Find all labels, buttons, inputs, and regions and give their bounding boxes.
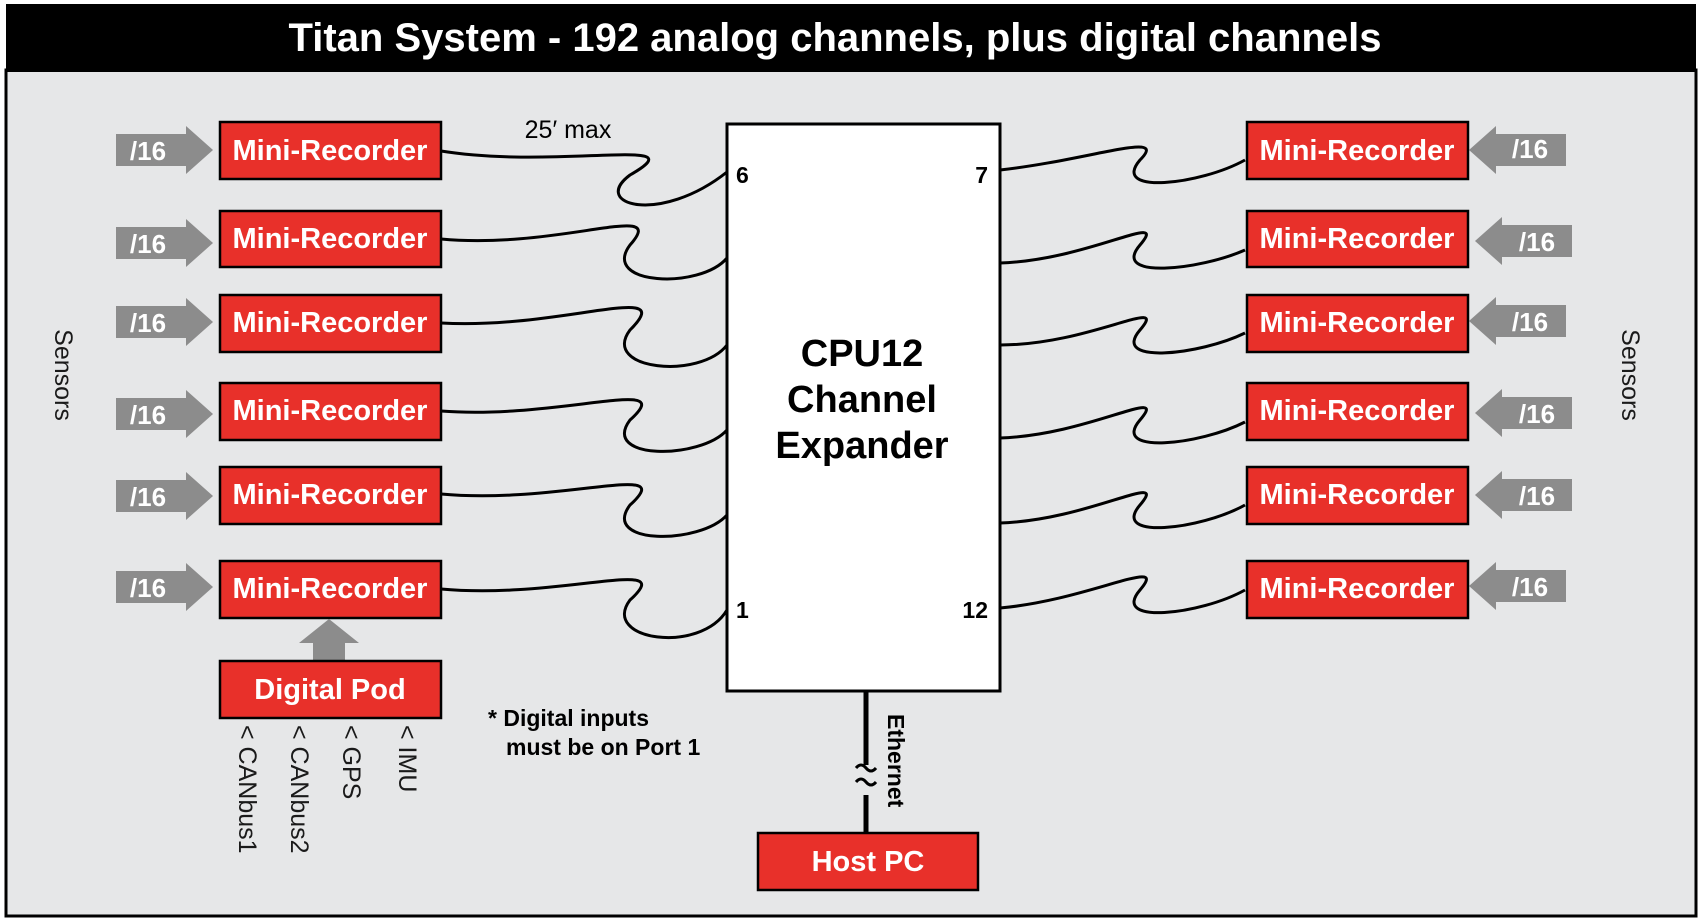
channel-count-label: /16	[130, 229, 166, 259]
cpu-box	[725, 122, 1002, 693]
digital-input-gps: < GPS	[337, 725, 365, 799]
digital-note-line2: must be on Port 1	[506, 734, 700, 760]
mini-recorder-label: Mini-Recorder	[233, 479, 428, 511]
digital-pod-group: Digital Pod < CANbus1 < CANbus2 < GPS < …	[218, 619, 443, 854]
mini-recorder-label: Mini-Recorder	[233, 135, 428, 167]
cpu-title-line1: CPU12	[801, 333, 924, 375]
cable-break-mark-bottom	[854, 777, 878, 787]
channel-count-label: /16	[1519, 227, 1555, 257]
digital-pod-arrow	[299, 619, 359, 660]
digital-note-line1: * Digital inputs	[488, 705, 649, 731]
left-sensor-arrows: /16 /16 /16 /16 /16 /16	[116, 126, 213, 611]
title-bar	[6, 4, 1696, 72]
channel-count-label: /16	[130, 136, 166, 166]
channel-arrow-right: /16	[1469, 126, 1566, 174]
diagram-title: Titan System - 192 analog channels, plus…	[289, 16, 1382, 60]
channel-arrow-right: /16	[1475, 389, 1572, 437]
left-recorders: Mini-Recorder Mini-Recorder Mini-Recorde…	[218, 120, 443, 620]
channel-arrow-left: /16	[116, 472, 213, 520]
channel-count-label: /16	[1519, 399, 1555, 429]
channel-arrow-left: /16	[116, 563, 213, 611]
cable-group	[440, 145, 1246, 639]
cpu-title-line3: Expander	[775, 425, 948, 467]
mini-recorder: Mini-Recorder	[1245, 381, 1470, 442]
cable-right-2	[999, 231, 1246, 270]
channel-count-label: /16	[130, 308, 166, 338]
cpu-title-line2: Channel	[787, 379, 937, 421]
mini-recorder-label: Mini-Recorder	[1260, 135, 1455, 167]
host-pc: Host PC	[756, 831, 980, 892]
mini-recorder-label: Mini-Recorder	[233, 573, 428, 605]
channel-count-label: /16	[1512, 572, 1548, 602]
cable-left-5	[440, 483, 729, 538]
mini-recorder: Mini-Recorder	[218, 559, 443, 620]
channel-arrow-left: /16	[116, 298, 213, 346]
mini-recorder: Mini-Recorder	[218, 381, 443, 442]
cable-right-5	[999, 491, 1246, 530]
cable-left-1	[440, 149, 728, 207]
channel-count-label: /16	[130, 400, 166, 430]
right-recorders: Mini-Recorder Mini-Recorder Mini-Recorde…	[1245, 120, 1470, 620]
digital-pod-label: Digital Pod	[254, 674, 405, 706]
channel-count-label: /16	[1519, 481, 1555, 511]
mini-recorder: Mini-Recorder	[1245, 120, 1470, 181]
cable-right-4	[999, 406, 1246, 445]
mini-recorder: Mini-Recorder	[218, 293, 443, 354]
channel-count-label: /16	[1512, 307, 1548, 337]
sensors-label-right: Sensors	[1616, 329, 1644, 421]
mini-recorder-label: Mini-Recorder	[1260, 223, 1455, 255]
mini-recorder: Mini-Recorder	[218, 209, 443, 269]
sensors-label-left: Sensors	[49, 329, 77, 421]
channel-count-label: /16	[130, 482, 166, 512]
cable-break-mark-top	[854, 763, 878, 773]
channel-arrow-left: /16	[116, 219, 213, 267]
channel-arrow-left: /16	[116, 126, 213, 174]
mini-recorder-label: Mini-Recorder	[233, 307, 428, 339]
channel-count-label: /16	[1512, 134, 1548, 164]
cable-left-3	[440, 306, 729, 368]
channel-arrow-right: /16	[1469, 297, 1566, 345]
cable-right-1	[999, 145, 1246, 185]
mini-recorder: Mini-Recorder	[1245, 559, 1470, 620]
right-sensor-arrows: /16 /16 /16 /16 /16 /16	[1469, 126, 1572, 610]
host-pc-box	[756, 831, 980, 892]
mini-recorder: Mini-Recorder	[218, 120, 443, 181]
cable-length-label: 25′ max	[525, 116, 612, 144]
channel-arrow-right: /16	[1475, 217, 1572, 265]
cable-left-4	[440, 398, 729, 453]
mini-recorder: Mini-Recorder	[1245, 465, 1470, 526]
digital-input-imu: < IMU	[393, 725, 421, 792]
channel-arrow-right: /16	[1475, 471, 1572, 519]
mini-recorder: Mini-Recorder	[1245, 293, 1470, 354]
channel-arrow-right: /16	[1469, 562, 1566, 610]
mini-recorder-label: Mini-Recorder	[233, 223, 428, 255]
cpu12-channel-expander: CPU12 Channel Expander 6 7 1 12	[725, 122, 1002, 693]
port-1-label: 1	[736, 597, 749, 623]
mini-recorder-label: Mini-Recorder	[1260, 573, 1455, 605]
mini-recorder: Mini-Recorder	[218, 465, 443, 526]
port-7-label: 7	[975, 162, 988, 188]
port-12-label: 12	[962, 597, 988, 623]
channel-count-label: /16	[130, 573, 166, 603]
digital-input-canbus2: < CANbus2	[285, 725, 313, 854]
cable-right-3	[999, 316, 1246, 355]
mini-recorder-label: Mini-Recorder	[1260, 395, 1455, 427]
mini-recorder-label: Mini-Recorder	[233, 395, 428, 427]
cable-left-2	[440, 224, 729, 281]
channel-arrow-left: /16	[116, 390, 213, 438]
ethernet-link: Ethernet	[854, 691, 909, 833]
mini-recorder-label: Mini-Recorder	[1260, 307, 1455, 339]
ethernet-label: Ethernet	[883, 714, 909, 808]
digital-pod-box	[218, 659, 443, 720]
mini-recorder: Mini-Recorder	[1245, 209, 1470, 269]
mini-recorder-label: Mini-Recorder	[1260, 479, 1455, 511]
cable-right-6	[999, 575, 1246, 615]
digital-input-canbus1: < CANbus1	[233, 725, 261, 854]
cable-left-6	[440, 578, 729, 639]
host-pc-label: Host PC	[812, 846, 925, 878]
port-6-label: 6	[736, 162, 749, 188]
